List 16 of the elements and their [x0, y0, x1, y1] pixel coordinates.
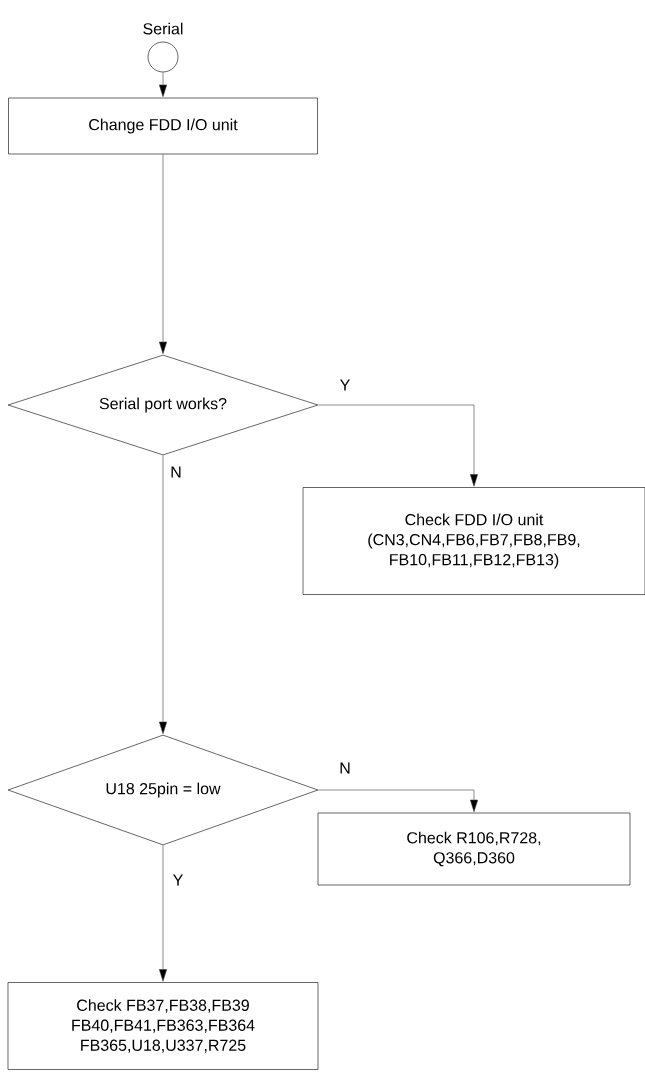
process-box: Check R106,R728, Q366,D360 [317, 812, 631, 886]
edge-label: Y [338, 378, 352, 392]
arrow [159, 72, 167, 97]
start-circle [147, 41, 179, 73]
arrow [318, 404, 478, 487]
edge-label: N [169, 465, 183, 479]
arrow [159, 154, 167, 354]
edge-label: Y [171, 873, 185, 887]
edge-label: N [338, 761, 352, 775]
arrow [159, 455, 167, 734]
process-box: Check FB37,FB38,FB39 FB40,FB41,FB363,FB364 FB365,U18,U337,R725 [7, 982, 319, 1070]
node-label: Serial [143, 22, 183, 35]
process-box: Check FDD I/O unit (CN3,CN4,FB6,FB7,FB8,FB9, FB10,FB11,FB12,FB13) [302, 487, 645, 595]
arrow [159, 845, 167, 982]
process-box: Change FDD I/O unit [8, 97, 318, 155]
arrow [318, 789, 478, 812]
